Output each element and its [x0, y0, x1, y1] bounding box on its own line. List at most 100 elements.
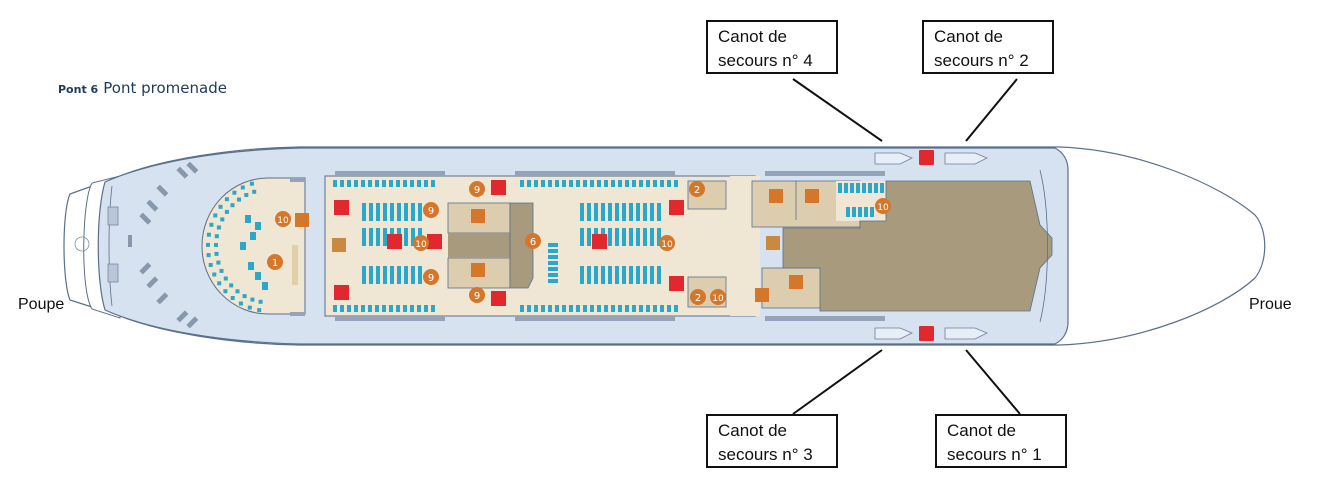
seat — [643, 228, 647, 246]
seat — [838, 183, 842, 193]
seat — [390, 203, 394, 221]
seat — [674, 305, 678, 312]
bow-label: Proue — [1249, 296, 1292, 313]
marker-label: 1 — [272, 258, 278, 269]
seat — [224, 197, 229, 202]
seat — [674, 180, 678, 187]
seat — [252, 189, 257, 194]
number-marker: 1 — [267, 254, 283, 270]
seat — [580, 266, 584, 284]
deck-name: Pont promenade — [103, 79, 227, 97]
seat — [214, 234, 219, 239]
seat — [562, 305, 566, 312]
seat — [625, 305, 629, 312]
lifeboat-station-icon — [919, 150, 934, 341]
callout-text: Canot de — [947, 421, 1016, 440]
seat — [555, 305, 559, 312]
seat — [632, 180, 636, 187]
number-marker: 10 — [659, 235, 675, 251]
marker-label: 2 — [694, 185, 700, 196]
seat — [347, 305, 351, 312]
stern-rail — [108, 185, 113, 307]
seat — [587, 228, 591, 246]
marker-label: 9 — [428, 273, 434, 284]
seat — [646, 180, 650, 187]
seat — [431, 305, 435, 312]
seat — [629, 203, 633, 221]
seat — [403, 305, 407, 312]
seat — [223, 289, 228, 294]
callout-text: secours n° 2 — [934, 51, 1029, 70]
seat — [597, 180, 601, 187]
seat — [354, 305, 358, 312]
seat — [375, 305, 379, 312]
seat — [382, 305, 386, 312]
seat — [580, 203, 584, 221]
seat — [404, 228, 408, 246]
callout-lifeboat-1: Canot de secours n° 1 — [935, 414, 1067, 468]
number-marker: 10 — [275, 211, 291, 227]
seat — [383, 228, 387, 246]
seat — [230, 296, 235, 300]
seat — [223, 276, 228, 281]
number-marker: 2 — [690, 289, 706, 305]
seat — [340, 180, 344, 187]
marker-label: 10 — [415, 240, 427, 250]
callout-text: secours n° 4 — [718, 51, 813, 70]
marker-label: 10 — [712, 294, 724, 304]
forward-seating — [838, 183, 884, 217]
seat — [874, 183, 878, 193]
restroom-icons — [295, 189, 819, 302]
seat — [608, 203, 612, 221]
seat — [258, 299, 263, 304]
seat — [604, 180, 608, 187]
life-jacket-icon — [669, 200, 684, 215]
seat — [657, 266, 661, 284]
open-car-deck — [782, 180, 1053, 312]
callout-text: Canot de — [718, 27, 787, 46]
seat — [340, 305, 344, 312]
seat — [411, 266, 415, 284]
seat — [209, 222, 214, 227]
seat — [389, 180, 393, 187]
seat — [650, 266, 654, 284]
seat — [548, 267, 558, 271]
marker-label: 2 — [695, 293, 701, 304]
seat — [411, 228, 415, 246]
seat — [257, 308, 262, 313]
seat — [240, 242, 246, 250]
deck-title: Pont 6 Pont promenade — [58, 78, 227, 97]
seat — [362, 266, 366, 284]
seat — [245, 215, 251, 223]
seat — [376, 228, 380, 246]
seat — [590, 180, 594, 187]
callout-lifeboat-3: Canot de secours n° 3 — [706, 414, 838, 468]
seat — [216, 260, 221, 265]
callout-text: secours n° 3 — [718, 445, 813, 464]
life-jacket-icon — [491, 291, 506, 306]
seat — [404, 203, 408, 221]
seat — [548, 180, 552, 187]
compass-icon — [74, 236, 90, 252]
seat — [858, 207, 862, 217]
seat — [216, 225, 221, 230]
seat — [852, 207, 856, 217]
seat — [880, 183, 884, 193]
stern-lounge-seating — [206, 181, 268, 313]
seat — [262, 282, 268, 290]
seat — [333, 305, 337, 312]
seat — [660, 305, 664, 312]
seat — [354, 180, 358, 187]
life-jacket-icon — [491, 180, 506, 195]
seat — [601, 203, 605, 221]
stern-benches — [128, 161, 199, 329]
seat — [601, 266, 605, 284]
seat — [653, 180, 657, 187]
seat — [583, 180, 587, 187]
seat — [232, 190, 237, 195]
seat — [230, 203, 235, 208]
seat — [212, 272, 217, 277]
seat — [667, 305, 671, 312]
seat — [255, 222, 261, 230]
seat — [643, 266, 647, 284]
